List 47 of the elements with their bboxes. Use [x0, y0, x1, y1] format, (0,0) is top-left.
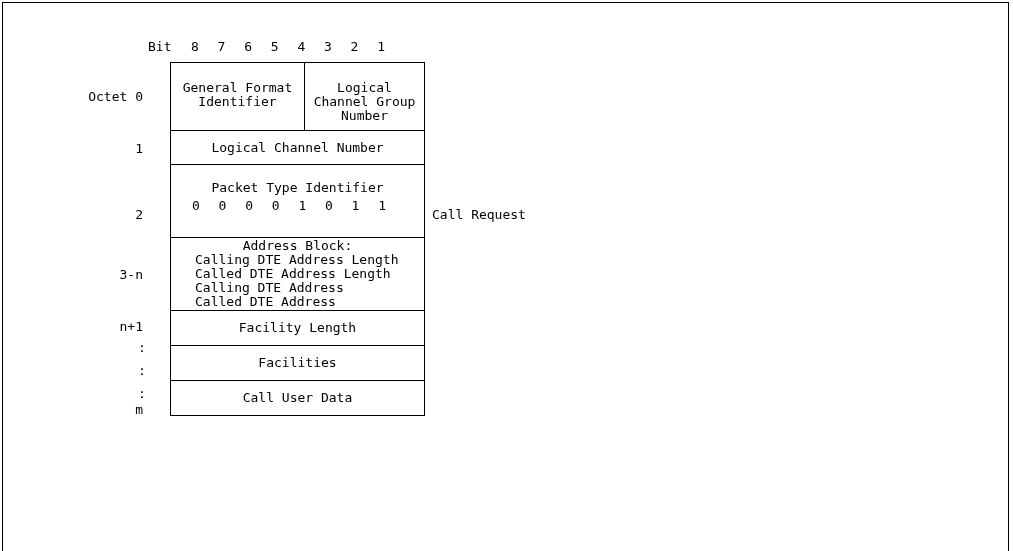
field-box [170, 380, 425, 416]
bit-number: 3 [324, 38, 332, 55]
field-label: Logical Channel Number [210, 140, 385, 155]
row-label: Octet 0 [88, 88, 143, 105]
bit-number: 1 [377, 38, 385, 55]
row-label: : [138, 339, 146, 356]
field-box [170, 310, 425, 346]
field-label: Address Block: [241, 239, 354, 253]
message-type-label: Call Request [432, 206, 526, 223]
bit-value: 0 [245, 199, 253, 213]
field-box [170, 130, 425, 165]
row-label: : [138, 385, 146, 402]
bit-number: 6 [244, 38, 252, 55]
bit-value: 0 [218, 199, 227, 213]
bit-number: 2 [350, 38, 359, 55]
field-box [304, 62, 425, 131]
bit-value: 1 [351, 199, 360, 213]
row-label: n+1 [119, 318, 143, 335]
bit-value: 1 [378, 199, 386, 213]
field-label: General Format Identifier [181, 81, 294, 109]
field-label: Facilities [257, 356, 338, 370]
field-box [170, 345, 425, 381]
row-label: m [135, 401, 143, 418]
field-box [170, 237, 425, 311]
bit-number: 8 [191, 38, 199, 55]
field-label: Logical Channel Group Number [312, 81, 417, 123]
bit-number: 5 [270, 38, 279, 55]
bit-value: 1 [298, 199, 307, 213]
field-box [170, 62, 305, 131]
axis-label: Bit [148, 38, 172, 55]
bit-value: 0 [192, 199, 200, 213]
field-label: Called DTE Address [195, 295, 336, 309]
bit-value: 0 [325, 199, 333, 213]
row-label: 2 [135, 206, 143, 223]
row-label: : [138, 362, 146, 379]
field-label: Calling DTE Address Length [195, 253, 399, 267]
row-label: 1 [135, 140, 143, 157]
field-label: Packet Type Identifier [210, 181, 385, 195]
field-label: Called DTE Address Length [195, 267, 391, 281]
field-label: Call User Data [241, 391, 354, 405]
bit-number: 7 [217, 38, 226, 55]
field-label: Calling DTE Address [195, 281, 344, 295]
field-label: Facility Length [237, 321, 358, 335]
row-label: 3-n [119, 266, 143, 283]
field-box [170, 164, 425, 238]
bit-value: 0 [271, 199, 280, 213]
bit-number: 4 [297, 38, 306, 55]
